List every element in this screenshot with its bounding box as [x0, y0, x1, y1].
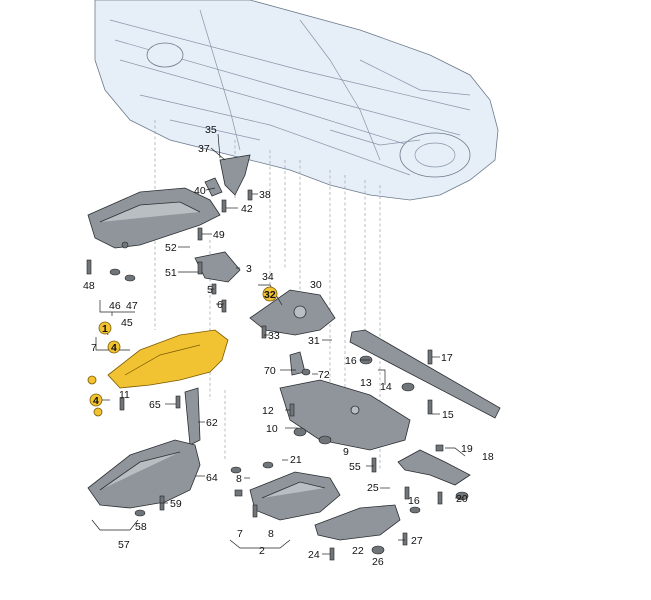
label-26: 26	[372, 556, 384, 568]
underbody-cover-45	[87, 187, 221, 249]
label-2: 2	[259, 545, 265, 557]
label-12: 12	[262, 405, 274, 417]
label-16a: 16	[345, 355, 357, 367]
label-4b: 4	[93, 395, 99, 407]
label-46: 46	[109, 300, 121, 312]
label-15: 15	[442, 409, 454, 421]
callout-marker-4b	[89, 393, 103, 407]
label-33: 33	[268, 330, 280, 342]
label-72: 72	[318, 369, 330, 381]
underbody-cover-2	[249, 471, 341, 521]
label-1: 1	[102, 323, 108, 335]
clip-part-40	[204, 177, 223, 197]
label-42: 42	[241, 203, 253, 215]
label-51: 51	[165, 267, 177, 279]
label-31: 31	[308, 335, 320, 347]
label-34: 34	[262, 271, 274, 283]
label-8a: 8	[236, 473, 242, 485]
bracket-part-62	[184, 387, 201, 446]
label-10: 10	[266, 423, 278, 435]
rail-part-13	[349, 329, 501, 419]
label-14: 14	[380, 381, 392, 393]
label-8b: 8	[268, 528, 274, 540]
label-37: 37	[198, 143, 210, 155]
underbody-cover-22	[314, 504, 401, 541]
label-11: 11	[119, 389, 130, 401]
label-45: 45	[121, 317, 133, 329]
label-18: 18	[482, 451, 494, 463]
highlighted-underbody-cover-1	[87, 329, 229, 417]
vehicle-body-underside	[94, 0, 499, 201]
label-40: 40	[194, 185, 206, 197]
label-7b: 7	[237, 528, 243, 540]
label-21: 21	[290, 454, 302, 466]
bracket-part-35	[219, 154, 251, 196]
label-30: 30	[310, 279, 322, 291]
label-32: 32	[264, 289, 276, 301]
callout-marker-32	[262, 286, 278, 302]
label-49: 49	[213, 229, 225, 241]
label-59: 59	[170, 498, 182, 510]
label-64: 64	[206, 472, 218, 484]
label-55: 55	[349, 461, 361, 473]
label-27: 27	[411, 535, 423, 547]
callout-marker-4a	[107, 340, 121, 354]
label-16b: 16	[408, 495, 420, 507]
label-24: 24	[308, 549, 320, 561]
guard-plate-30	[249, 289, 336, 336]
callout-marker-1	[98, 321, 112, 335]
label-20: 20	[456, 493, 468, 505]
label-13: 13	[360, 377, 372, 389]
label-65: 65	[149, 399, 161, 411]
label-62: 62	[206, 417, 218, 429]
label-47: 47	[126, 300, 138, 312]
label-9: 9	[343, 446, 349, 458]
label-25: 25	[367, 482, 379, 494]
label-48: 48	[83, 280, 95, 292]
callout-labels: 35 37 40 38 42 52 49 51 3 34 5 6 30 32 3…	[83, 124, 494, 568]
label-35: 35	[205, 124, 217, 136]
fastener-bolts	[86, 189, 469, 561]
label-38: 38	[259, 189, 271, 201]
bracket-part-18	[397, 449, 471, 486]
label-19: 19	[461, 443, 473, 455]
label-7: 7	[91, 342, 97, 354]
underbody-cover-9	[279, 379, 411, 451]
leader-lines	[91, 133, 466, 555]
underbody-cover-57	[87, 439, 201, 509]
label-4a: 4	[111, 342, 117, 354]
label-5: 5	[207, 284, 213, 296]
label-22: 22	[352, 545, 364, 557]
label-70: 70	[264, 365, 276, 377]
label-6: 6	[217, 299, 223, 311]
label-58: 58	[135, 521, 147, 533]
label-52: 52	[165, 242, 177, 254]
label-57: 57	[118, 539, 130, 551]
bracket-part-3	[194, 251, 241, 283]
label-17: 17	[441, 352, 453, 364]
label-3: 3	[246, 263, 252, 275]
